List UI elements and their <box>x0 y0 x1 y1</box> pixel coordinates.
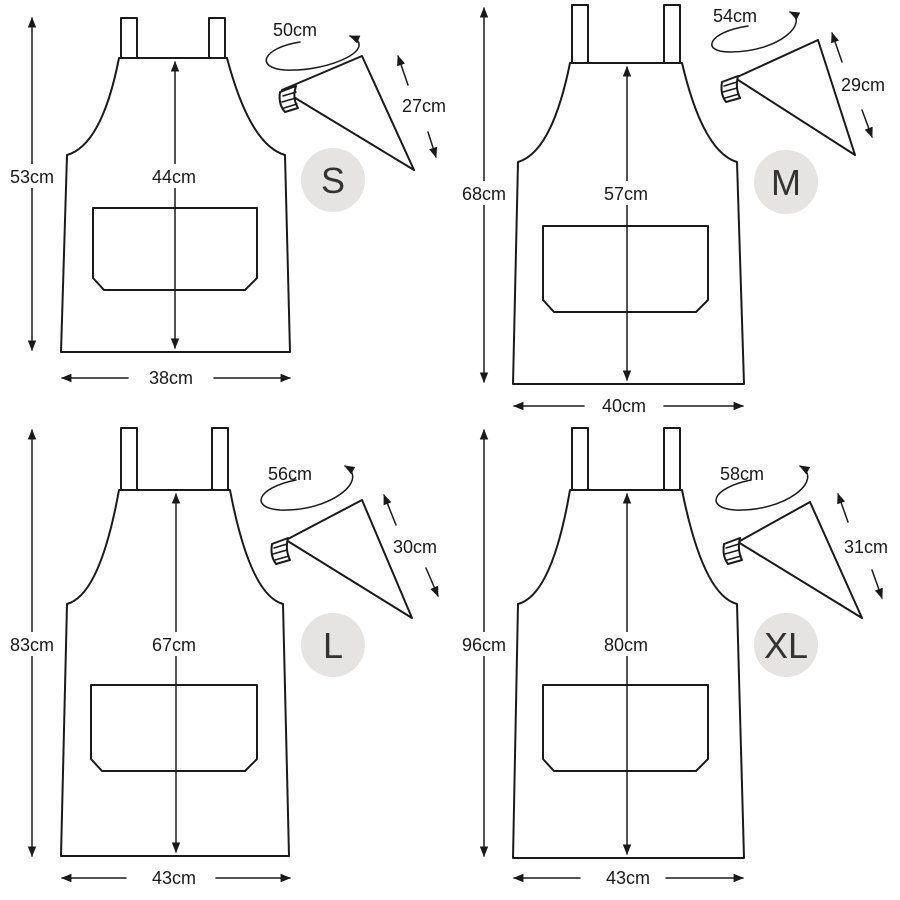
cap-height-label: 30cm <box>393 537 437 557</box>
hat-icon <box>270 499 413 619</box>
length-label: 96cm <box>462 635 506 655</box>
panel-size-l: 67cm 83cm 43cm 56cm 30cm L <box>2 427 439 888</box>
bib-length-label: 67cm <box>152 635 196 655</box>
hat-icon <box>278 55 415 171</box>
size-badge <box>301 148 365 212</box>
width-label: 43cm <box>152 868 196 888</box>
cap-circumference-label: 58cm <box>720 464 764 484</box>
size-badge <box>754 613 818 677</box>
panel-size-m: 57cm 68cm 40cm 54cm 29cm M <box>455 4 885 416</box>
size-badge <box>754 150 818 214</box>
bib-length-label: 80cm <box>604 635 648 655</box>
cap-circumference-label: 56cm <box>268 464 312 484</box>
size-label: L <box>323 625 343 666</box>
size-label: XL <box>764 625 808 666</box>
bib-length-label: 44cm <box>152 167 196 187</box>
panel-size-s: 44cm 53cm 38cm 50cm 27cm S <box>2 16 446 388</box>
cap-height-label: 31cm <box>844 537 888 557</box>
cap-circumference-label: 54cm <box>713 6 757 26</box>
length-label: 83cm <box>10 635 54 655</box>
width-label: 38cm <box>149 368 193 388</box>
hat-icon <box>722 501 863 619</box>
panel-size-xl: 80cm 96cm 43cm 58cm 31cm XL <box>455 427 888 888</box>
cap-circumference-label: 50cm <box>273 20 317 40</box>
hat-icon <box>720 39 856 156</box>
size-badge <box>301 613 365 677</box>
size-label: S <box>321 160 345 201</box>
width-label: 40cm <box>602 396 646 416</box>
width-label: 43cm <box>606 868 650 888</box>
size-label: M <box>771 162 801 203</box>
cap-height-label: 27cm <box>402 96 446 116</box>
bib-length-label: 57cm <box>604 184 648 204</box>
length-label: 53cm <box>10 167 54 187</box>
cap-height-label: 29cm <box>841 75 885 95</box>
length-label: 68cm <box>462 184 506 204</box>
